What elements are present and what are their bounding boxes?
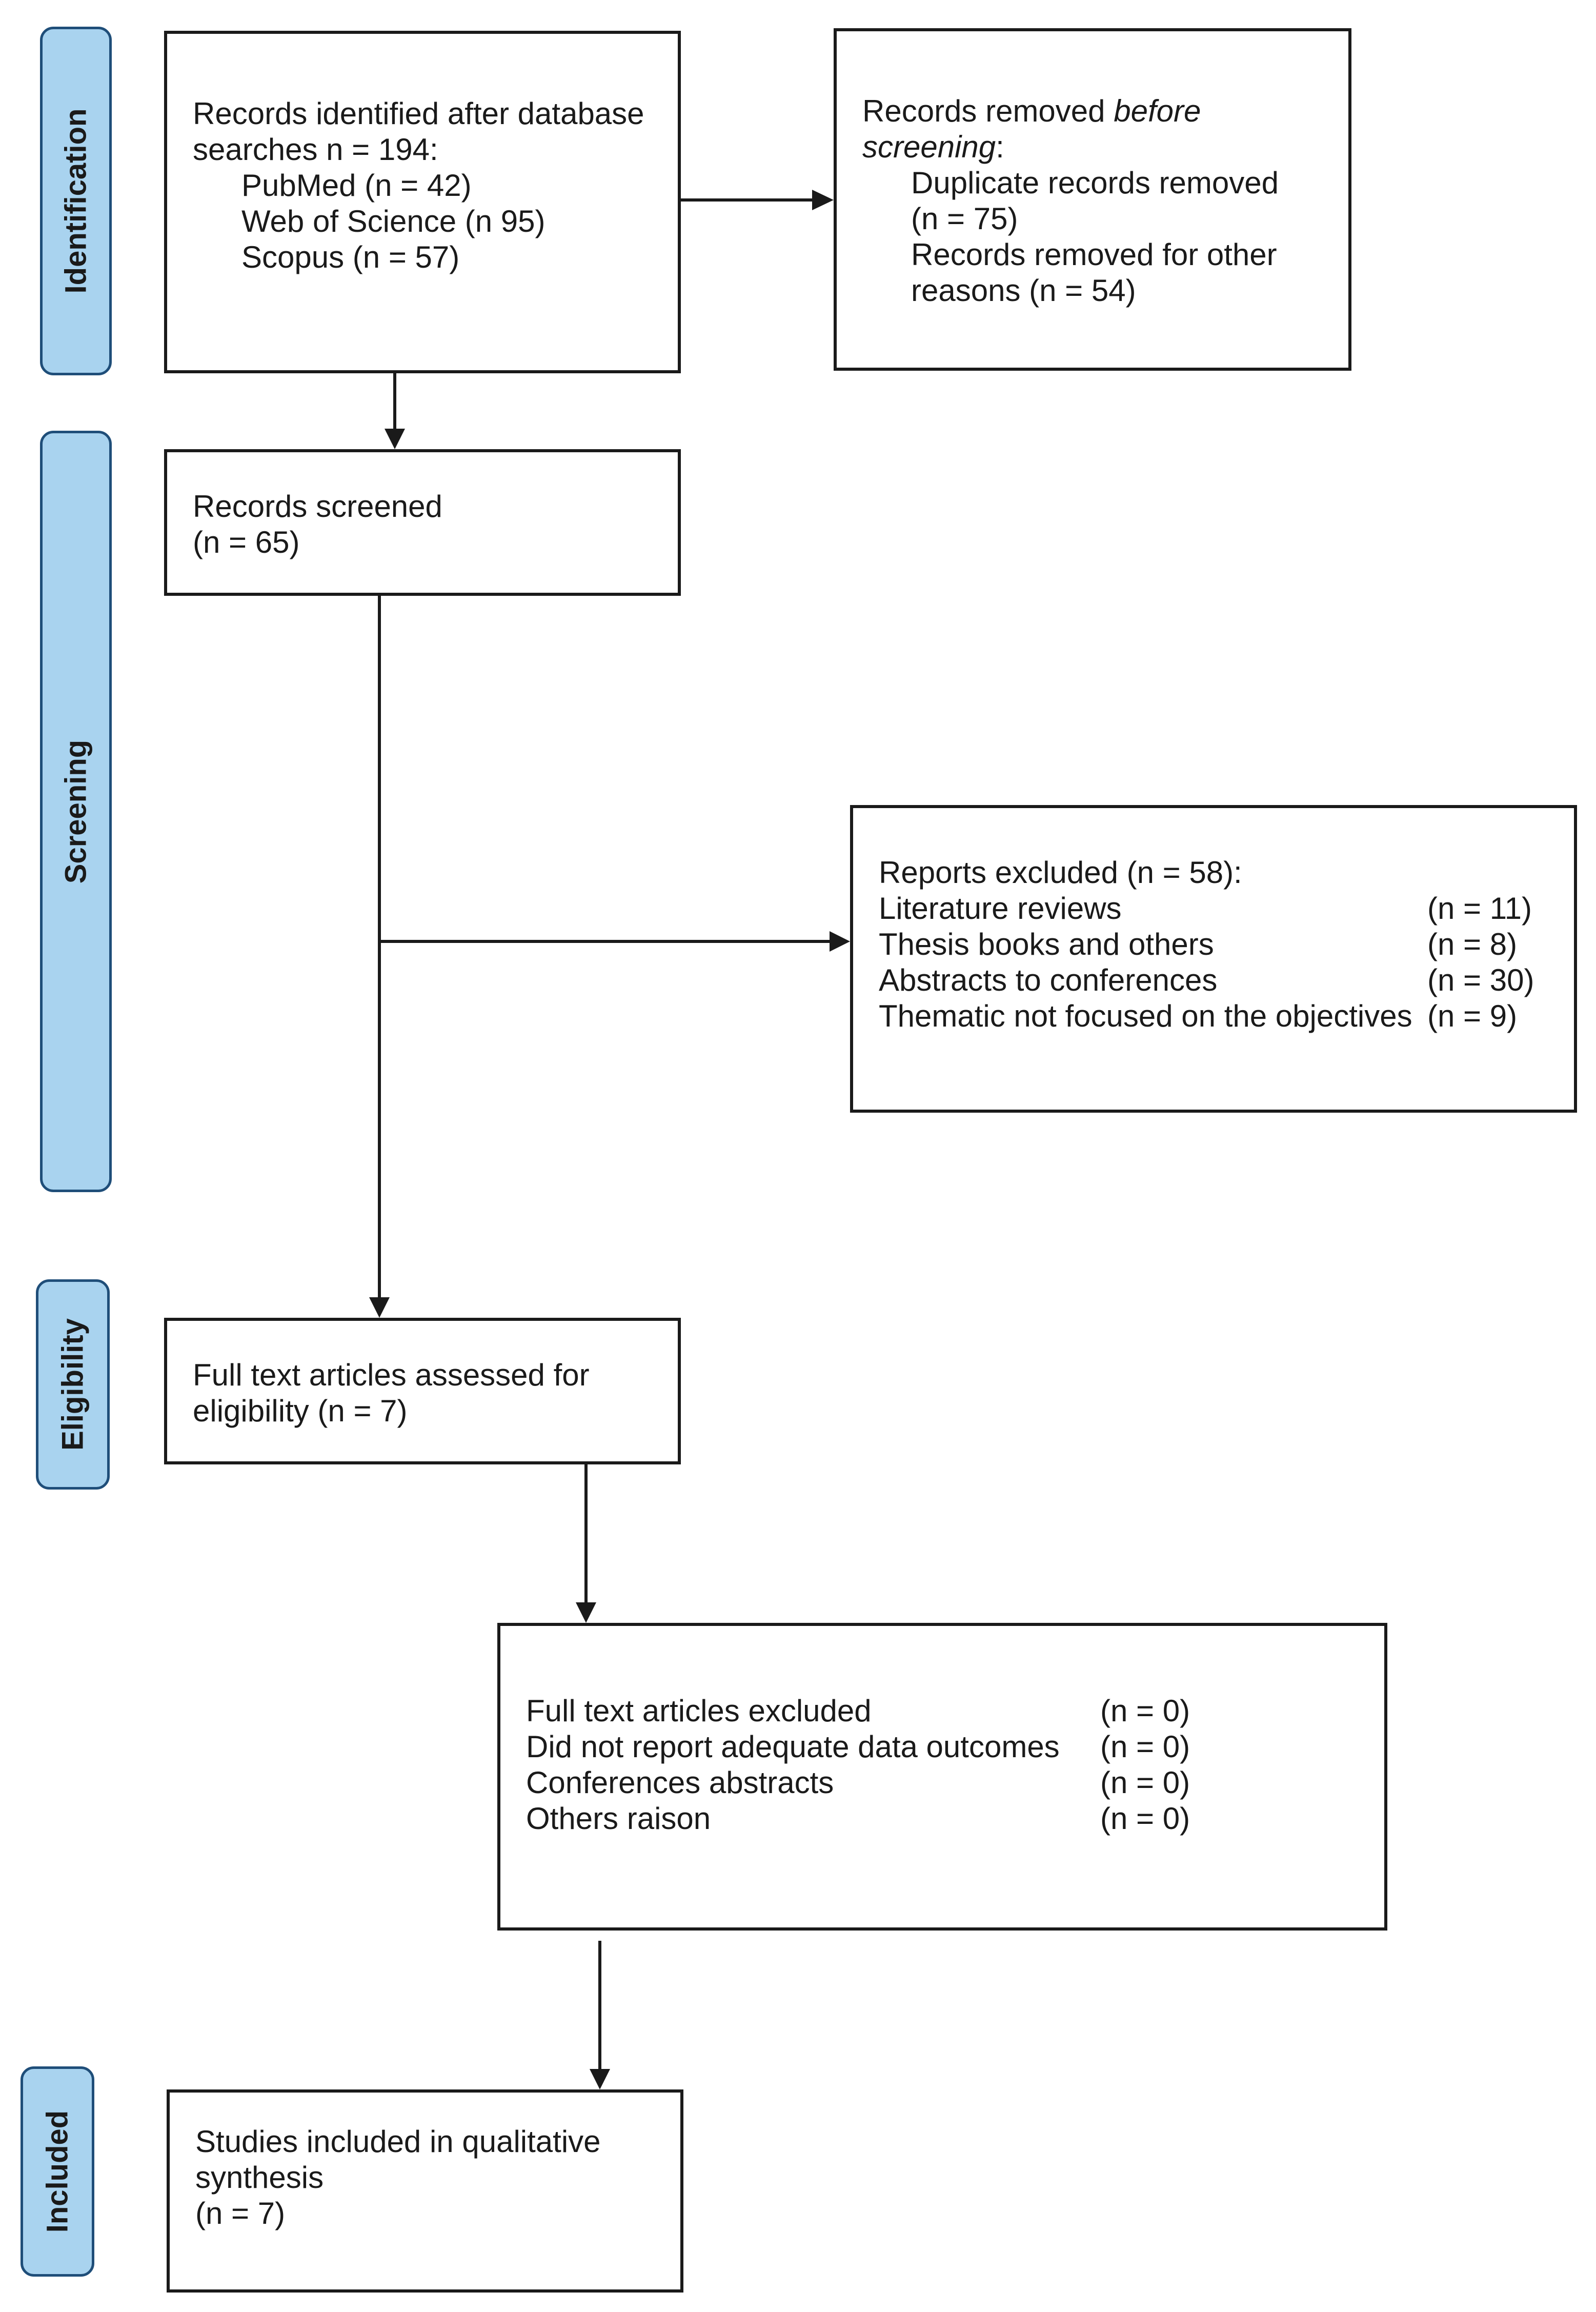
arrowhead-identified-to-removed xyxy=(812,190,834,210)
reports-excluded-header: Reports excluded (n = 58): xyxy=(879,855,1242,890)
records-identified-line2: searches n = 194: xyxy=(193,132,438,167)
literature-reviews-count: (n = 11) xyxy=(1427,891,1532,926)
studies-included-line2: synthesis xyxy=(195,2160,324,2195)
abstracts-conferences-count: (n = 30) xyxy=(1427,963,1534,997)
duplicate-records-count: (n = 75) xyxy=(911,202,1018,236)
stage-included: Included xyxy=(21,2066,94,2277)
others-raison-label: Others raison xyxy=(526,1801,711,1836)
full-text-excluded-count: (n = 0) xyxy=(1100,1694,1190,1728)
records-removed-prefix: Records removed xyxy=(862,94,1114,128)
other-reasons-label: Records removed for other xyxy=(911,237,1277,272)
conferences-abstracts-label: Conferences abstracts xyxy=(526,1765,834,1800)
inadequate-outcomes-label: Did not report adequate data outcomes xyxy=(526,1730,1060,1764)
reports-excluded-box: Reports excluded (n = 58): Literature re… xyxy=(850,805,1577,1113)
full-text-assessed-line2: eligibility (n = 7) xyxy=(193,1394,408,1428)
thesis-books-count: (n = 8) xyxy=(1427,927,1518,961)
records-screened-box: Records screened (n = 65) xyxy=(164,449,681,596)
records-screened-label: Records screened xyxy=(193,489,442,524)
inadequate-outcomes-count: (n = 0) xyxy=(1100,1730,1190,1764)
thematic-count: (n = 9) xyxy=(1427,999,1518,1033)
source-pubmed: PubMed (n = 42) xyxy=(241,168,472,203)
arrowhead-fulltext-excluded-to-included xyxy=(590,2069,610,2089)
records-removed-box: Records removed before screening: Duplic… xyxy=(834,28,1351,371)
source-web-of-science: Web of Science (n 95) xyxy=(241,204,546,238)
full-text-excluded-label: Full text articles excluded xyxy=(526,1694,872,1728)
full-text-assessed-box: Full text articles assessed for eligibil… xyxy=(164,1318,681,1464)
other-reasons-count: reasons (n = 54) xyxy=(911,273,1136,308)
records-removed-colon: : xyxy=(996,130,1004,164)
literature-reviews-label: Literature reviews xyxy=(879,891,1122,926)
studies-included-count: (n = 7) xyxy=(195,2196,286,2230)
stage-eligibility: Eligibility xyxy=(36,1279,110,1490)
stage-identification: Identification xyxy=(40,27,112,375)
arrowhead-screened-to-reports-excluded xyxy=(830,931,850,952)
duplicate-records-label: Duplicate records removed xyxy=(911,166,1279,200)
arrowhead-identified-to-screened xyxy=(385,429,405,449)
records-removed-line2: screening: xyxy=(862,129,1004,165)
source-scopus: Scopus (n = 57) xyxy=(241,240,460,274)
records-identified-line1: Records identified after database xyxy=(193,96,644,131)
conferences-abstracts-count: (n = 0) xyxy=(1100,1765,1190,1800)
records-screened-count: (n = 65) xyxy=(193,525,300,559)
abstracts-conferences-label: Abstracts to conferences xyxy=(879,963,1218,997)
stage-screening: Screening xyxy=(40,431,112,1192)
records-removed-before: before xyxy=(1114,94,1201,128)
others-raison-count: (n = 0) xyxy=(1100,1801,1190,1836)
records-removed-line1: Records removed before xyxy=(862,93,1201,129)
full-text-assessed-line1: Full text articles assessed for xyxy=(193,1358,590,1392)
records-identified-box: Records identified after database search… xyxy=(164,31,681,373)
full-text-excluded-box: Full text articles excluded (n = 0) Did … xyxy=(497,1623,1387,1931)
arrowhead-assessed-to-fulltext-excluded xyxy=(576,1602,596,1623)
thesis-books-label: Thesis books and others xyxy=(879,927,1214,961)
thematic-label: Thematic not focused on the objectives xyxy=(879,999,1412,1033)
studies-included-line1: Studies included in qualitative xyxy=(195,2124,601,2159)
studies-included-box: Studies included in qualitative synthesi… xyxy=(167,2089,683,2293)
arrowhead-screened-to-assessed xyxy=(369,1297,390,1318)
records-removed-screening: screening xyxy=(862,130,996,164)
